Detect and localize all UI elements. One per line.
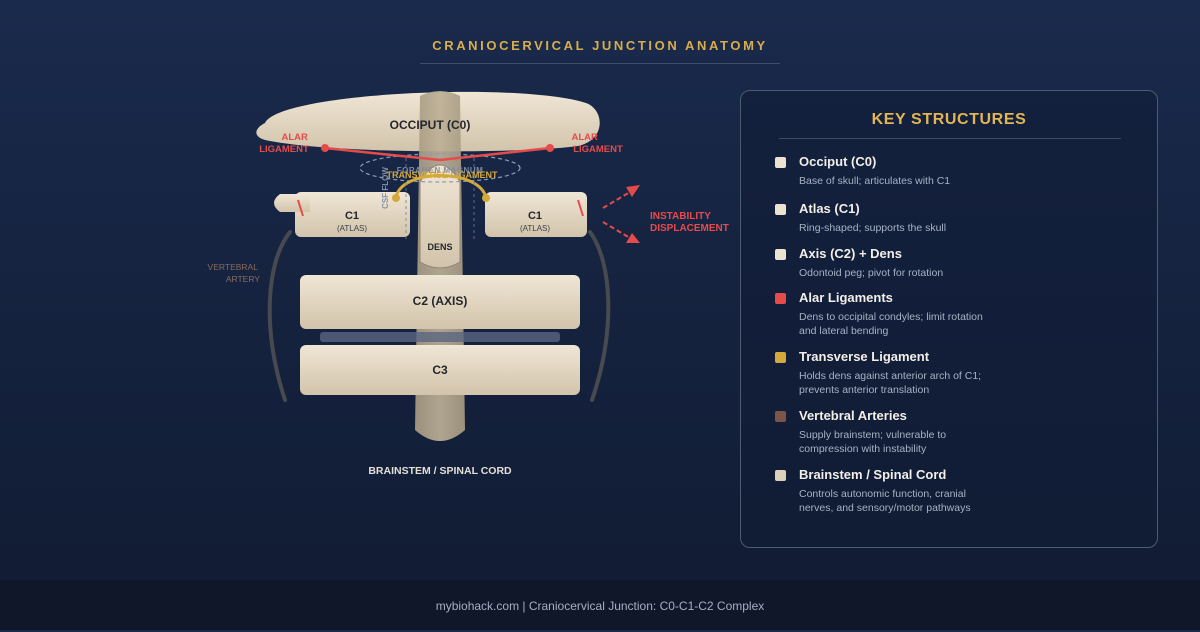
key-swatch — [775, 293, 786, 304]
key-item-description: Dens to occipital condyles; limit rotati… — [799, 311, 983, 337]
dens — [419, 164, 461, 269]
key-swatch — [775, 204, 786, 215]
alar-label-left-line1: ALAR — [281, 132, 308, 143]
vertebral-artery-right — [588, 230, 611, 402]
c2-vertebra — [300, 275, 580, 329]
key-structures-panel: KEY STRUCTURES Occiput (C0) Base of skull… — [740, 90, 1158, 548]
page-title: CRANIOCERVICAL JUNCTION ANATOMY — [432, 38, 768, 53]
c1-left-sublabel: (ATLAS) — [337, 224, 367, 233]
title-divider — [420, 63, 780, 64]
alar-attachment-left — [321, 144, 329, 152]
instability-label: INSTABILITY DISPLACEMENT — [650, 211, 729, 234]
c3-label: C3 — [432, 363, 448, 377]
transverse-attachment-left — [392, 194, 400, 202]
alar-mark-right — [577, 199, 584, 217]
instability-arrow-upper — [602, 191, 631, 209]
key-item-name: Occiput (C0) — [799, 154, 877, 169]
key-item-name: Axis (C2) + Dens — [799, 246, 902, 261]
alar-ligament-left — [324, 146, 441, 162]
c1-right — [485, 192, 587, 237]
alar-label-right-line1: ALAR — [571, 132, 598, 143]
key-item-description: Holds dens against anterior arch of C1; … — [799, 370, 982, 396]
key-item-description: Supply brainstem; vulnerable to compress… — [799, 429, 947, 455]
dens-label: DENS — [427, 242, 452, 252]
instability-arrow-lower — [602, 221, 631, 239]
c1-left-label: C1 — [345, 210, 359, 222]
instability-arrow-lower-head — [626, 233, 640, 243]
footer: mybiohack.com | Craniocervical Junction:… — [0, 580, 1200, 630]
key-item-description: Base of skull; articulates with C1 — [799, 175, 951, 187]
key-item-description: Odontoid peg; pivot for rotation — [799, 267, 944, 279]
alar-label-right: ALAR LIGAMENT — [571, 132, 623, 155]
alar-ligament-right — [439, 146, 551, 162]
key-item-name: Atlas (C1) — [799, 201, 860, 216]
key-item-name: Transverse Ligament — [799, 349, 930, 364]
c1-right-label: C1 — [528, 210, 542, 222]
vertebral-artery-label: VERTEBRAL ARTERY — [208, 262, 261, 284]
cord-label: BRAINSTEM / SPINAL CORD — [368, 465, 512, 477]
key-item-description: Controls autonomic function, cranial ner… — [799, 488, 971, 514]
key-item-name: Brainstem / Spinal Cord — [799, 467, 947, 482]
key-swatch — [775, 411, 786, 422]
intervertebral-disc — [320, 332, 560, 342]
key-item-name: Vertebral Arteries — [799, 408, 907, 423]
c1-left — [295, 192, 410, 237]
alar-attachment-right — [546, 144, 554, 152]
alar-label-right-line2: LIGAMENT — [573, 144, 623, 155]
transverse-ligament-label: TRANSVERSE LIGAMENT — [386, 170, 498, 180]
anatomy-diagram: OCCIPUT (C0) ALAR LIGAMENT ALAR LIGAMENT… — [208, 91, 729, 477]
instability-label-line2: DISPLACEMENT — [650, 223, 729, 234]
transverse-ligament — [394, 174, 488, 199]
key-swatch — [775, 352, 786, 363]
alar-label-left-line2: LIGAMENT — [259, 144, 309, 155]
vertebral-artery-left — [267, 230, 292, 402]
vertebral-artery-label-line1: VERTEBRAL — [208, 262, 259, 272]
key-swatch — [775, 470, 786, 481]
c1-right-sublabel: (ATLAS) — [520, 224, 550, 233]
occiput-label: OCCIPUT (C0) — [390, 118, 471, 132]
key-item-name: Alar Ligaments — [799, 290, 893, 305]
transverse-attachment-right — [482, 194, 490, 202]
c3-vertebra — [300, 345, 580, 395]
key-swatch — [775, 157, 786, 168]
key-item-description: Ring-shaped; supports the skull — [799, 222, 947, 234]
c1-left-arch-tip — [274, 194, 310, 212]
key-divider — [779, 138, 1121, 139]
alar-label-left: ALAR LIGAMENT — [259, 132, 310, 155]
csf-flow-label: CSF FLOW — [381, 167, 390, 209]
key-title: KEY STRUCTURES — [871, 111, 1027, 128]
foramen-magnum — [359, 153, 521, 183]
instability-arrow-upper-head — [626, 185, 640, 197]
foramen-magnum-label: FORAMEN MAGNUM — [397, 166, 484, 175]
key-swatch — [775, 249, 786, 260]
alar-mark-left — [297, 199, 304, 217]
vertebral-artery-label-line2: ARTERY — [226, 274, 261, 284]
instability-label-line1: INSTABILITY — [650, 211, 711, 222]
c2-label: C2 (AXIS) — [413, 294, 468, 308]
